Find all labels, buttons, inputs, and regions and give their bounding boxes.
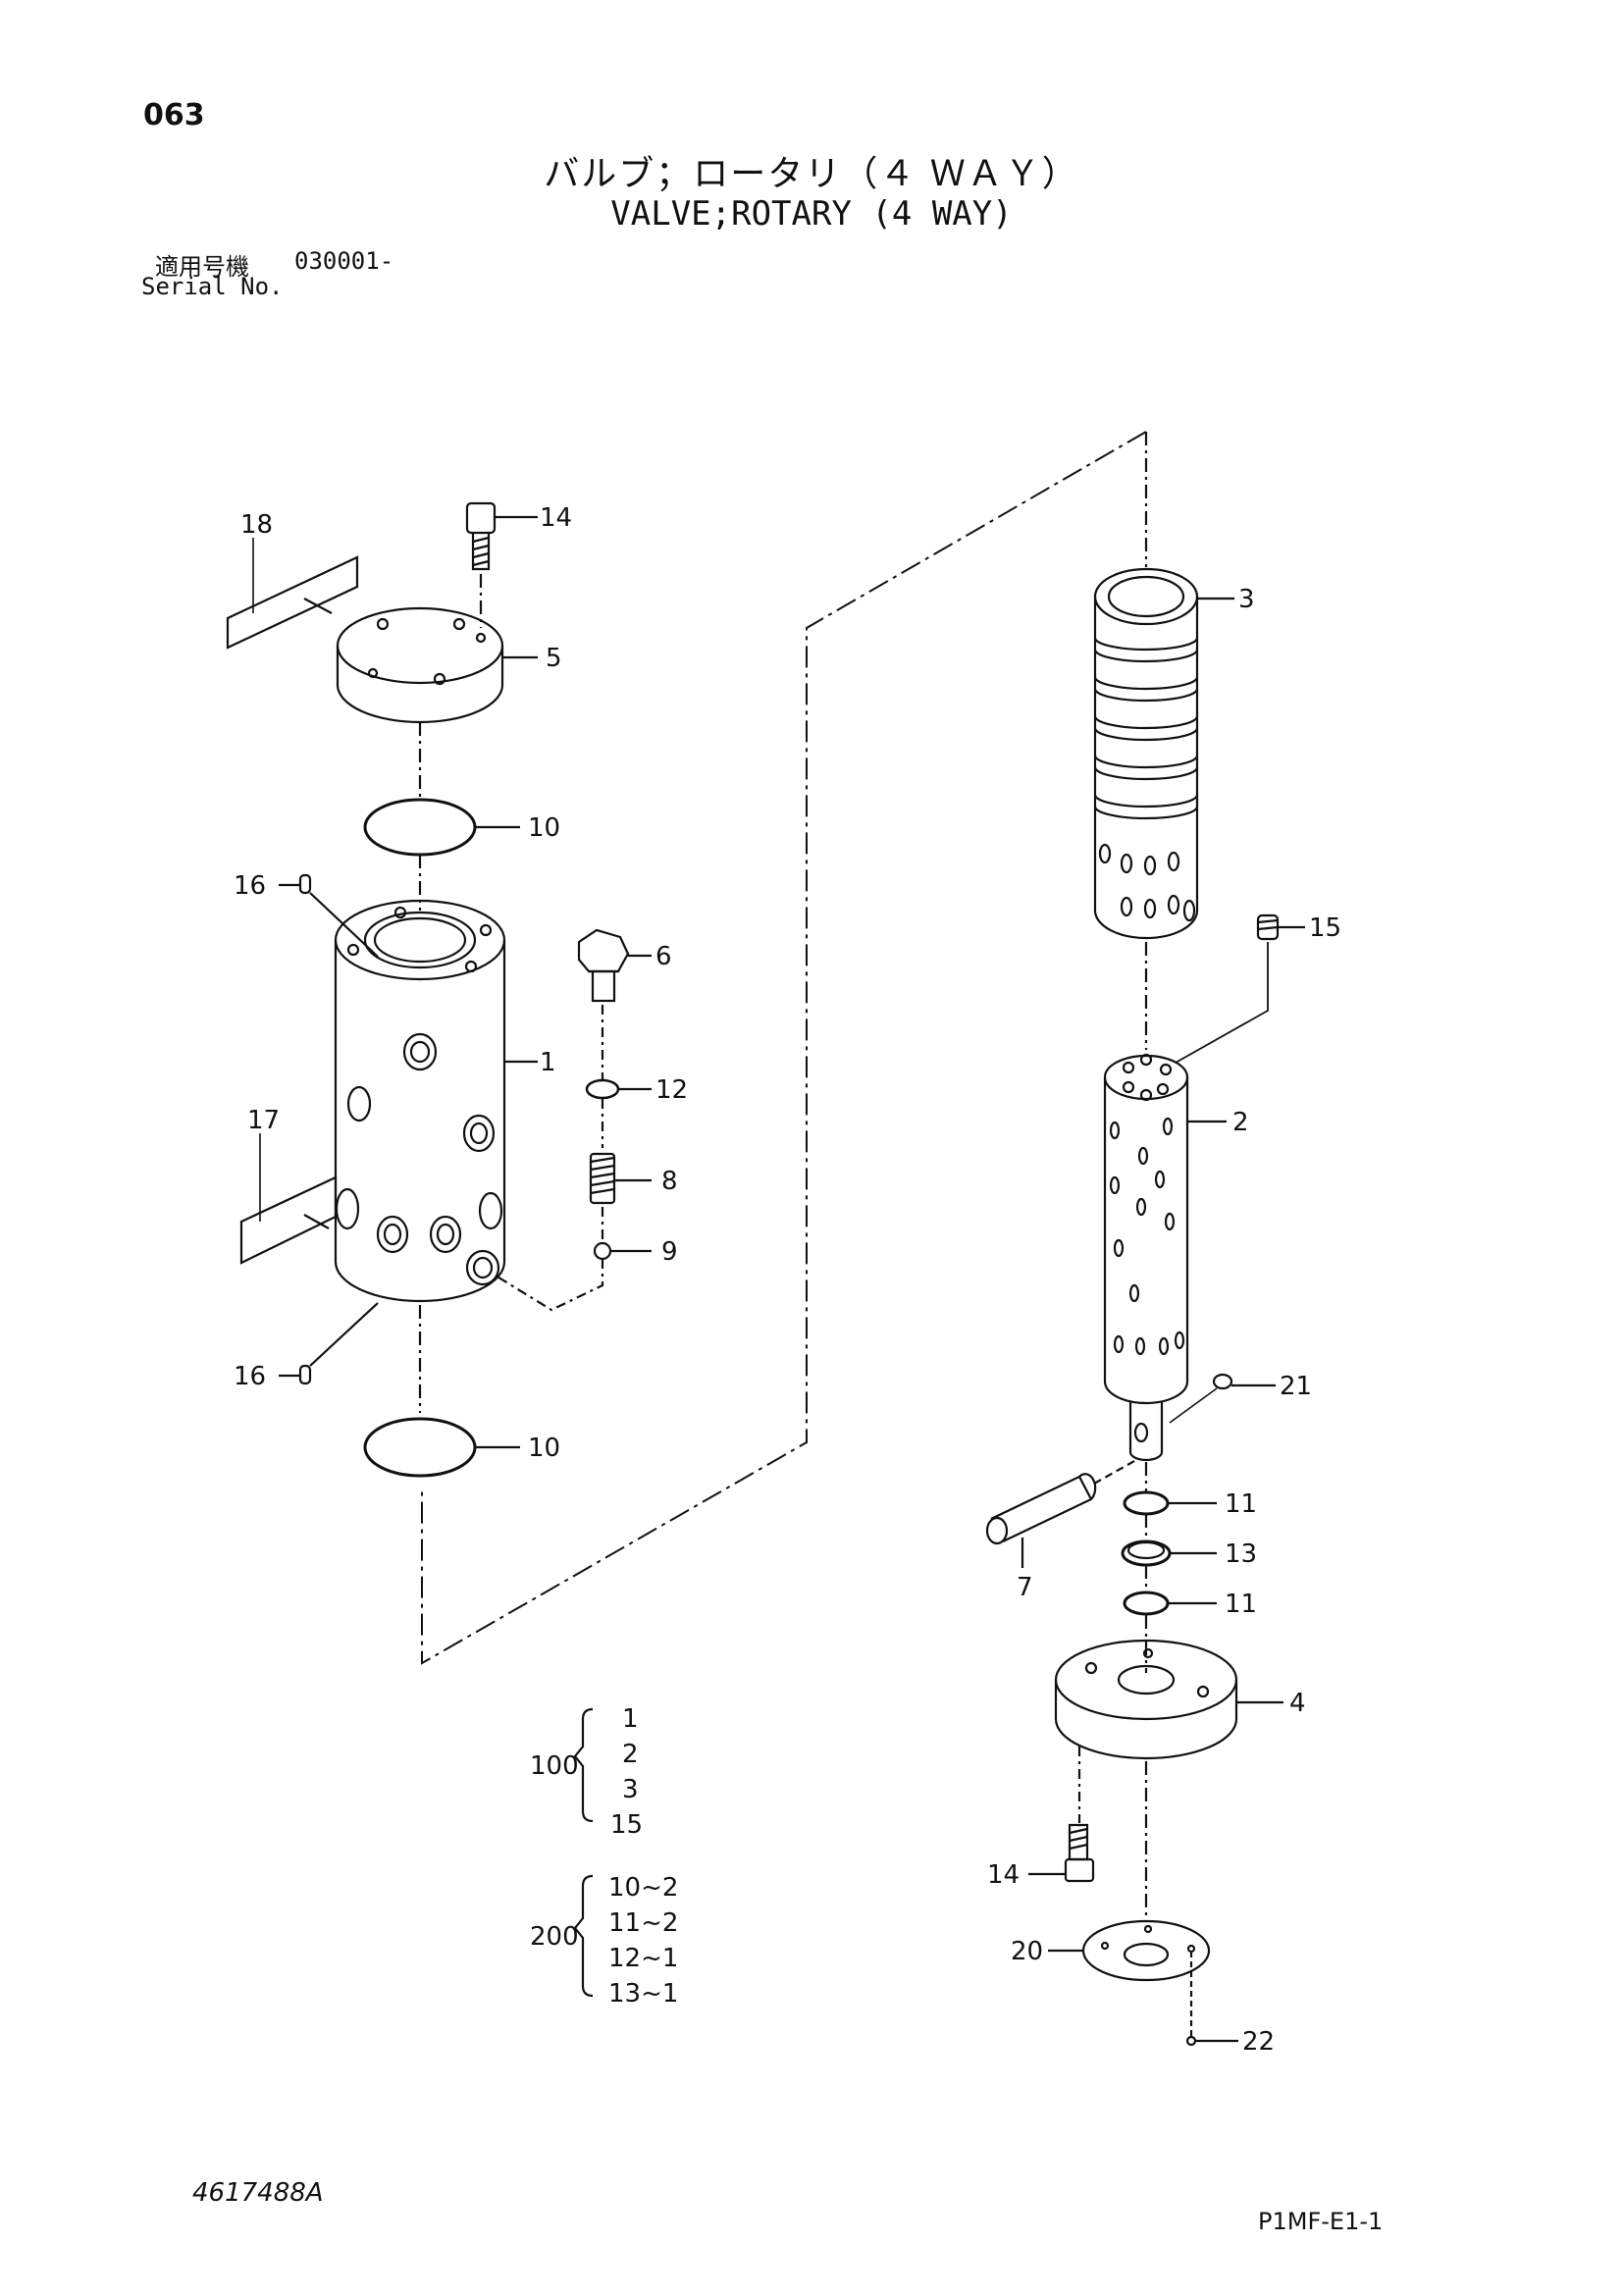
- callout-14-bottom: 14: [987, 1860, 1020, 1890]
- callout-1: 1: [540, 1048, 556, 1077]
- callout-5: 5: [546, 644, 562, 673]
- callout-12: 12: [655, 1075, 688, 1105]
- callout-13: 13: [1225, 1539, 1257, 1569]
- part-15-plug: [1175, 913, 1305, 1064]
- callout-10-bottom: 10: [528, 1434, 560, 1463]
- part-14-bolt-top: [465, 501, 538, 571]
- part-2-spool: [1103, 1053, 1227, 1462]
- serial-number-value: 030001-: [294, 247, 394, 275]
- part-8-spring: [589, 1152, 652, 1205]
- callout-3: 3: [1238, 585, 1255, 614]
- callout-15: 15: [1309, 913, 1341, 943]
- callout-17: 17: [247, 1106, 280, 1135]
- part-11-o-ring-bottom: [1123, 1591, 1170, 1616]
- callout-22: 22: [1242, 2027, 1275, 2057]
- page-reference: P1MF-E1-1: [1258, 2208, 1384, 2235]
- part-7-pin: [985, 1459, 1137, 1568]
- kit-100-item: 3: [622, 1775, 639, 1804]
- part-6-plug: [577, 928, 652, 1003]
- title-japanese: バルブ；ロータリ（４ ＷＡＹ）: [544, 154, 1079, 194]
- kit-100-item: 15: [610, 1810, 643, 1840]
- callout-11-bottom: 11: [1225, 1590, 1257, 1619]
- part-18-label-plate: [226, 555, 359, 650]
- document-number: 4617488A: [192, 2178, 324, 2208]
- callout-9: 9: [661, 1237, 678, 1267]
- callout-16-top: 16: [234, 871, 266, 901]
- part-21-snap-ring: [1169, 1373, 1276, 1424]
- kit-100-item: 1: [622, 1704, 639, 1734]
- part-2-shaft-hole: [1133, 1422, 1149, 1443]
- part-14-bolt-bottom: [1028, 1823, 1095, 1883]
- serial-label-english: Serial No.: [141, 273, 284, 300]
- kit-200-item: 11~2: [608, 1908, 678, 1938]
- serial-label-japanese: 適用号機: [155, 253, 249, 281]
- part-16-pin-top: [279, 873, 379, 958]
- part-1-housing: [334, 899, 538, 1303]
- kit-100-label: 100: [530, 1751, 579, 1781]
- part-9-ball: [593, 1241, 612, 1261]
- part-5-cover: [336, 606, 538, 724]
- title-english: VALVE;ROTARY (4 WAY): [610, 194, 1013, 234]
- part-4-bottom-cover: [1054, 1639, 1283, 1760]
- callout-10-top: 10: [528, 813, 560, 843]
- page-number: 063: [143, 98, 205, 132]
- callout-11-top: 11: [1225, 1489, 1257, 1519]
- callout-8: 8: [661, 1167, 678, 1196]
- kit-200-item: 13~1: [608, 1979, 678, 2009]
- part-13-backup-ring: [1121, 1539, 1217, 1567]
- kit-100-item: 2: [622, 1740, 639, 1769]
- callout-6: 6: [655, 942, 672, 971]
- callout-2: 2: [1232, 1108, 1249, 1137]
- part-10-o-ring-bottom: [363, 1417, 477, 1478]
- callout-4: 4: [1289, 1689, 1306, 1718]
- callout-7: 7: [1017, 1573, 1033, 1602]
- part-17-label-plate: [239, 1175, 338, 1265]
- callout-18: 18: [240, 510, 273, 540]
- part-16-pin-bottom: [279, 1302, 379, 1385]
- callout-21: 21: [1280, 1372, 1312, 1401]
- part-10-o-ring-top: [363, 798, 477, 857]
- kit-200-item: 10~2: [608, 1873, 678, 1903]
- kit-200-label: 200: [530, 1922, 579, 1952]
- part-20-plate: [1048, 1919, 1211, 1982]
- kit-200-item: 12~1: [608, 1944, 678, 1973]
- kit-100-brace: [573, 1707, 594, 1823]
- assembly-centerline: [421, 431, 1147, 1665]
- callout-14-top: 14: [540, 503, 572, 533]
- part-11-o-ring-top: [1123, 1490, 1170, 1516]
- kit-200-brace: [573, 1874, 594, 1998]
- part-3-sleeve: [1093, 567, 1234, 940]
- part-22-rivet: [1185, 1952, 1238, 2047]
- callout-20: 20: [1011, 1937, 1043, 1966]
- callout-16-bottom: 16: [234, 1362, 266, 1391]
- part-12-o-ring: [585, 1078, 620, 1100]
